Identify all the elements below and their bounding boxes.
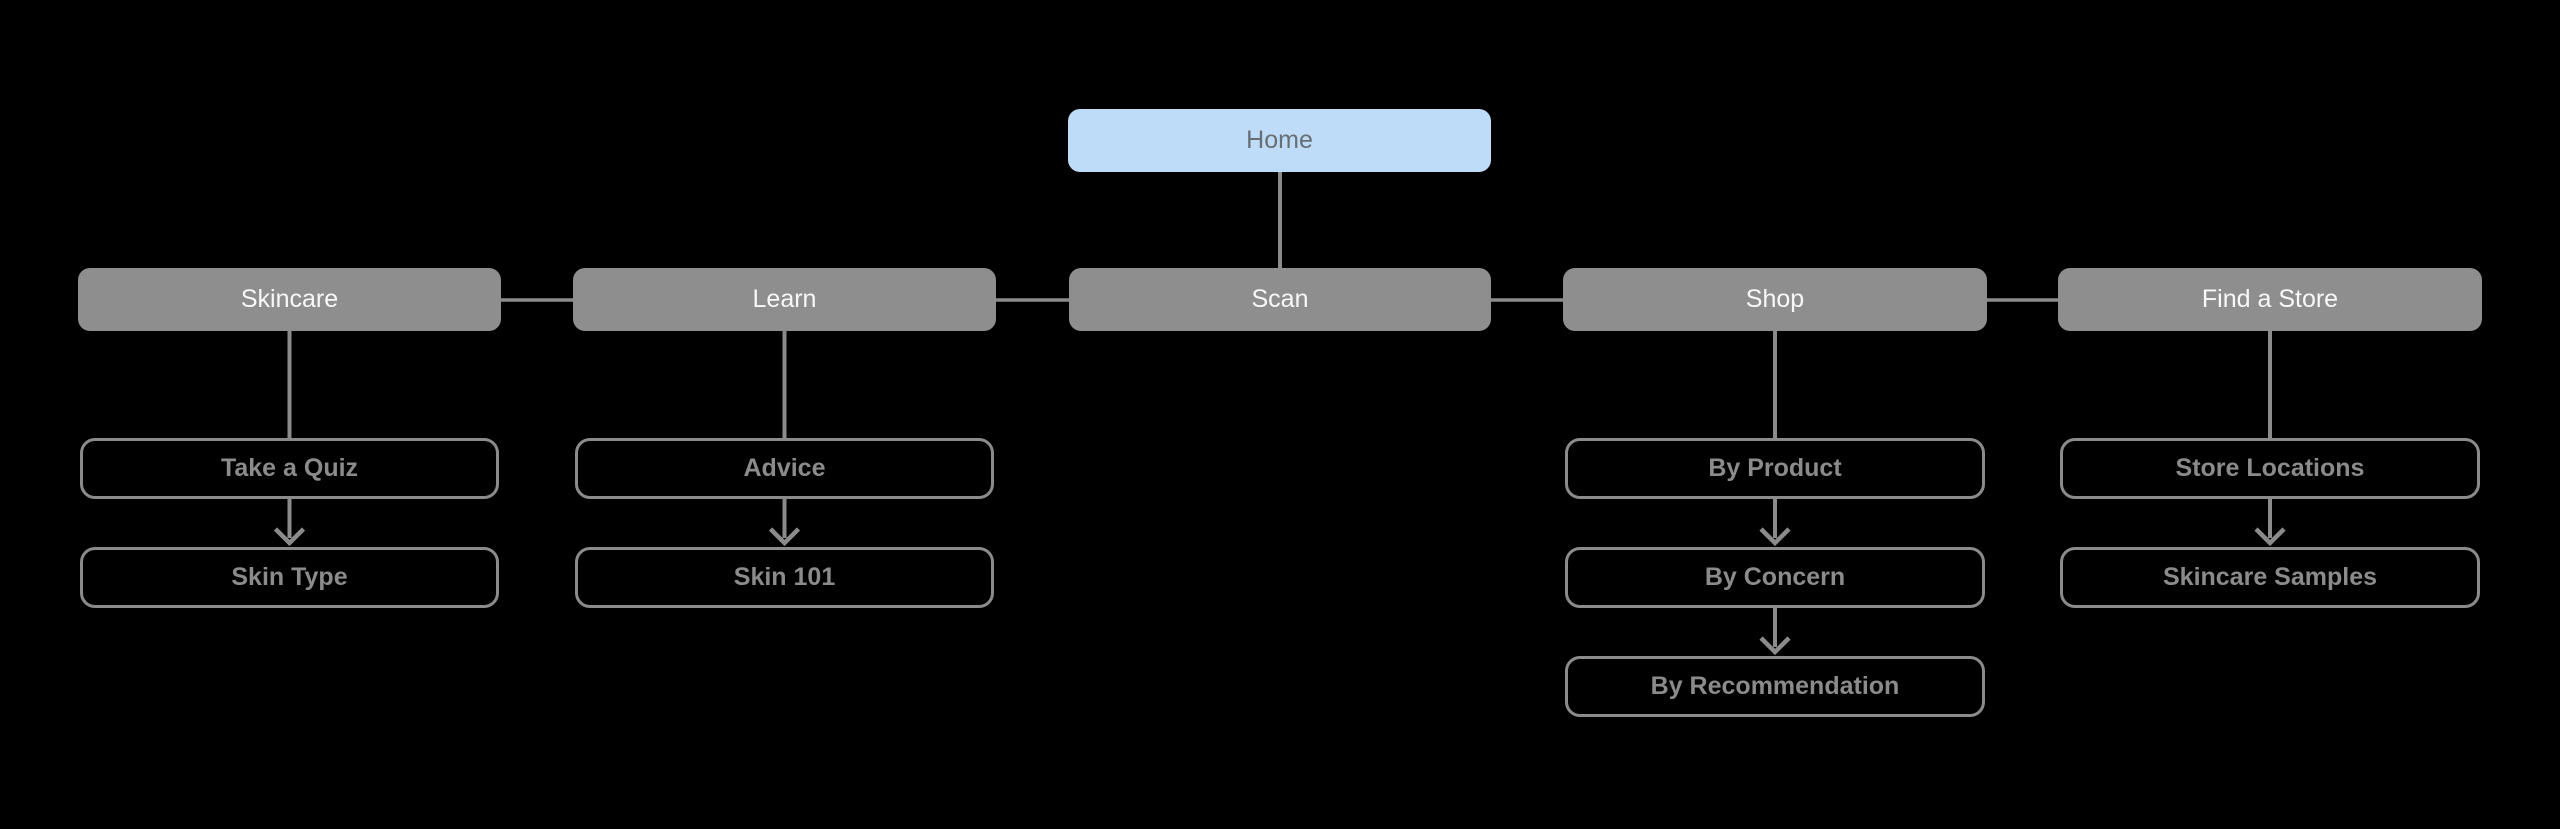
- node-skincare-samples[interactable]: Skincare Samples: [2060, 547, 2480, 608]
- node-find-a-store[interactable]: Find a Store: [2058, 268, 2482, 331]
- node-store-locations-label: Store Locations: [2175, 454, 2365, 482]
- node-skin-type[interactable]: Skin Type: [80, 547, 499, 608]
- node-scan[interactable]: Scan: [1069, 268, 1491, 331]
- node-by-recommendation-label: By Recommendation: [1650, 672, 1900, 700]
- node-home[interactable]: Home: [1068, 109, 1491, 172]
- node-skin-type-label: Skin Type: [231, 563, 348, 591]
- node-take-a-quiz-label: Take a Quiz: [220, 454, 359, 482]
- node-find-a-store-label: Find a Store: [2201, 285, 2339, 313]
- node-by-concern-label: By Concern: [1704, 563, 1846, 591]
- node-learn-label: Learn: [752, 285, 817, 313]
- node-by-product[interactable]: By Product: [1565, 438, 1985, 499]
- node-by-product-label: By Product: [1708, 454, 1842, 482]
- node-skincare-label: Skincare: [240, 285, 339, 313]
- node-take-a-quiz[interactable]: Take a Quiz: [80, 438, 499, 499]
- node-shop[interactable]: Shop: [1563, 268, 1987, 331]
- node-advice-label: Advice: [743, 454, 826, 482]
- node-skincare[interactable]: Skincare: [78, 268, 501, 331]
- arrowhead-advice-skin-101: [768, 527, 801, 547]
- arrowhead-store-locations-skincare-samples: [2254, 527, 2286, 547]
- node-home-label: Home: [1246, 126, 1313, 154]
- node-skin-101[interactable]: Skin 101: [575, 547, 994, 608]
- node-learn[interactable]: Learn: [573, 268, 996, 331]
- node-shop-label: Shop: [1745, 285, 1805, 313]
- node-advice[interactable]: Advice: [575, 438, 994, 499]
- node-by-concern[interactable]: By Concern: [1565, 547, 1985, 608]
- arrowhead-by-concern-by-recommendation: [1759, 636, 1791, 656]
- node-skincare-samples-label: Skincare Samples: [2162, 563, 2377, 591]
- node-scan-label: Scan: [1251, 285, 1309, 313]
- arrowhead-take-a-quiz-skin-type: [273, 527, 306, 547]
- arrowhead-by-product-by-concern: [1759, 527, 1791, 547]
- node-skin-101-label: Skin 101: [733, 563, 836, 591]
- node-store-locations[interactable]: Store Locations: [2060, 438, 2480, 499]
- node-by-recommendation[interactable]: By Recommendation: [1565, 656, 1985, 717]
